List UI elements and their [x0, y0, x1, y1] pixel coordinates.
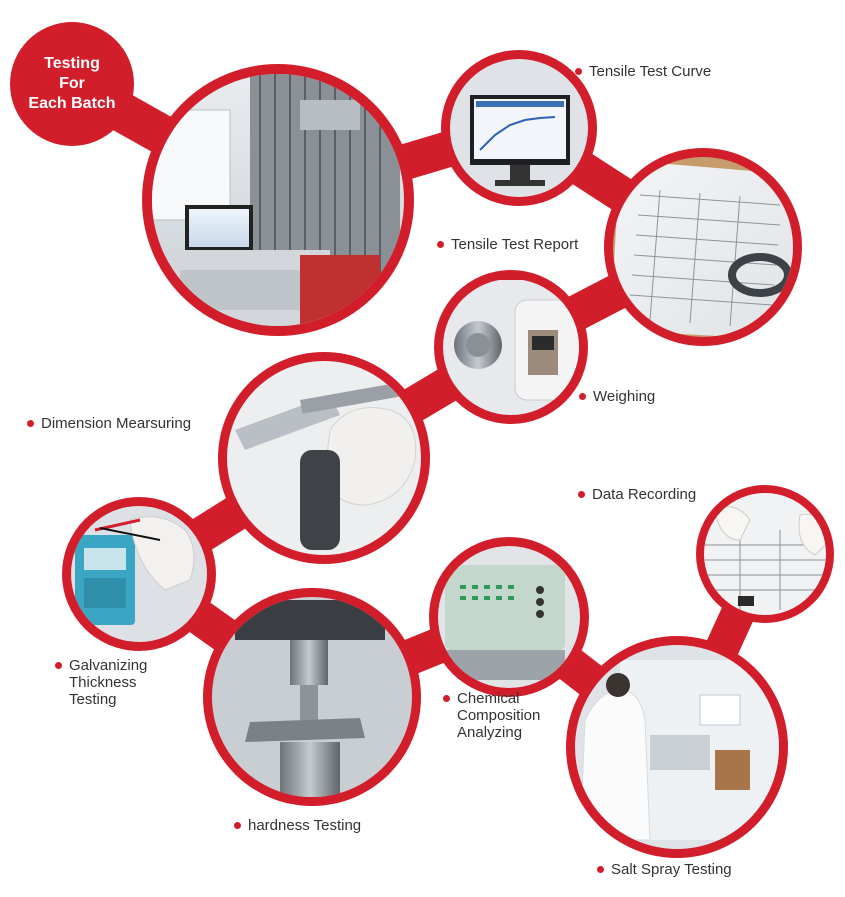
badge-line-1: Testing: [44, 55, 100, 72]
label-weighing: Weighing: [579, 388, 655, 405]
label-salt-spray: Salt Spray Testing: [597, 861, 732, 878]
bullet-dot: [579, 392, 586, 400]
badge-line-3: Each Batch: [28, 95, 116, 112]
bullet-dot: [55, 661, 62, 669]
dimension-photo: [227, 361, 421, 555]
label-dimension: Dimension Mearsuring: [27, 415, 191, 432]
bullet-dot: [437, 240, 444, 248]
badge-text: Testing For Each Batch: [12, 54, 132, 114]
label-text: Galvanizing: [69, 657, 148, 674]
label-text: Analyzing: [457, 724, 523, 741]
weighing-photo: [443, 280, 579, 415]
bullet-dot: [578, 490, 585, 498]
bullet-dot: [597, 865, 604, 873]
chemical-photo: [438, 546, 580, 688]
label-data-recording: Data Recording: [578, 486, 696, 503]
tensile-report-photo: [613, 157, 793, 337]
tensile-curve-photo: [450, 59, 588, 197]
bullet-dot: [27, 419, 34, 427]
label-text: Composition: [457, 707, 541, 724]
label-tensile-curve: Tensile Test Curve: [575, 63, 711, 80]
salt-spray-photo: [575, 645, 779, 849]
label-text: Chemical: [457, 690, 520, 707]
data-recording-photo: [704, 493, 826, 615]
label-text: Testing: [69, 691, 117, 708]
label-galvanizing: Galvanizing Thickness Testing: [55, 657, 147, 708]
label-text: Thickness: [69, 674, 137, 691]
label-text: Tensile Test Report: [451, 236, 579, 253]
label-text: hardness Testing: [248, 817, 362, 834]
bullet-dot: [234, 821, 241, 829]
badge-circle: [10, 22, 134, 146]
label-chemical: Chemical Composition Analyzing: [443, 690, 540, 741]
galvanizing-photo: [71, 506, 207, 642]
label-text: Tensile Test Curve: [589, 63, 712, 80]
label-hardness: hardness Testing: [234, 817, 361, 834]
bullet-dot: [443, 694, 450, 702]
bullet-dot: [575, 67, 582, 75]
label-text: Dimension Mearsuring: [41, 415, 192, 432]
label-text: Data Recording: [592, 486, 697, 503]
label-text: Salt Spray Testing: [611, 861, 732, 878]
label-text: Weighing: [593, 388, 656, 405]
badge-line-2: For: [59, 75, 85, 92]
label-tensile-report: Tensile Test Report: [437, 236, 578, 253]
